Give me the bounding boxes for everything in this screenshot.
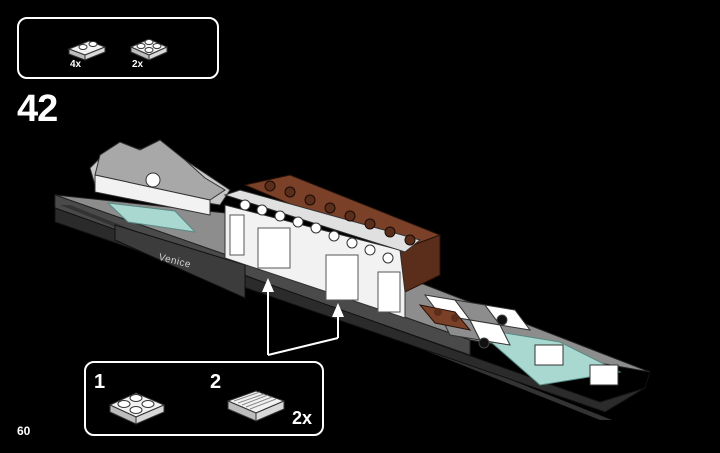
part2-quantity: 2x (132, 59, 144, 70)
parts-needed-callout: 4x 2x (17, 17, 219, 79)
sub-build-callout: 1 2 2x (84, 361, 324, 436)
step-number: 42 (17, 88, 58, 130)
plate-1x2-white-icon (67, 40, 107, 61)
plate-2x2-white-icon (108, 392, 166, 425)
tile-grille-stack-icon (226, 390, 286, 422)
sub-step-2-number: 2 (210, 371, 222, 393)
sub-step-1-number: 1 (94, 371, 106, 393)
page-number: 60 (17, 424, 31, 438)
sub-step-2-quantity: 2x (292, 408, 313, 428)
part1-quantity: 4x (70, 59, 82, 70)
plate-2x2-white-icon (129, 38, 169, 61)
